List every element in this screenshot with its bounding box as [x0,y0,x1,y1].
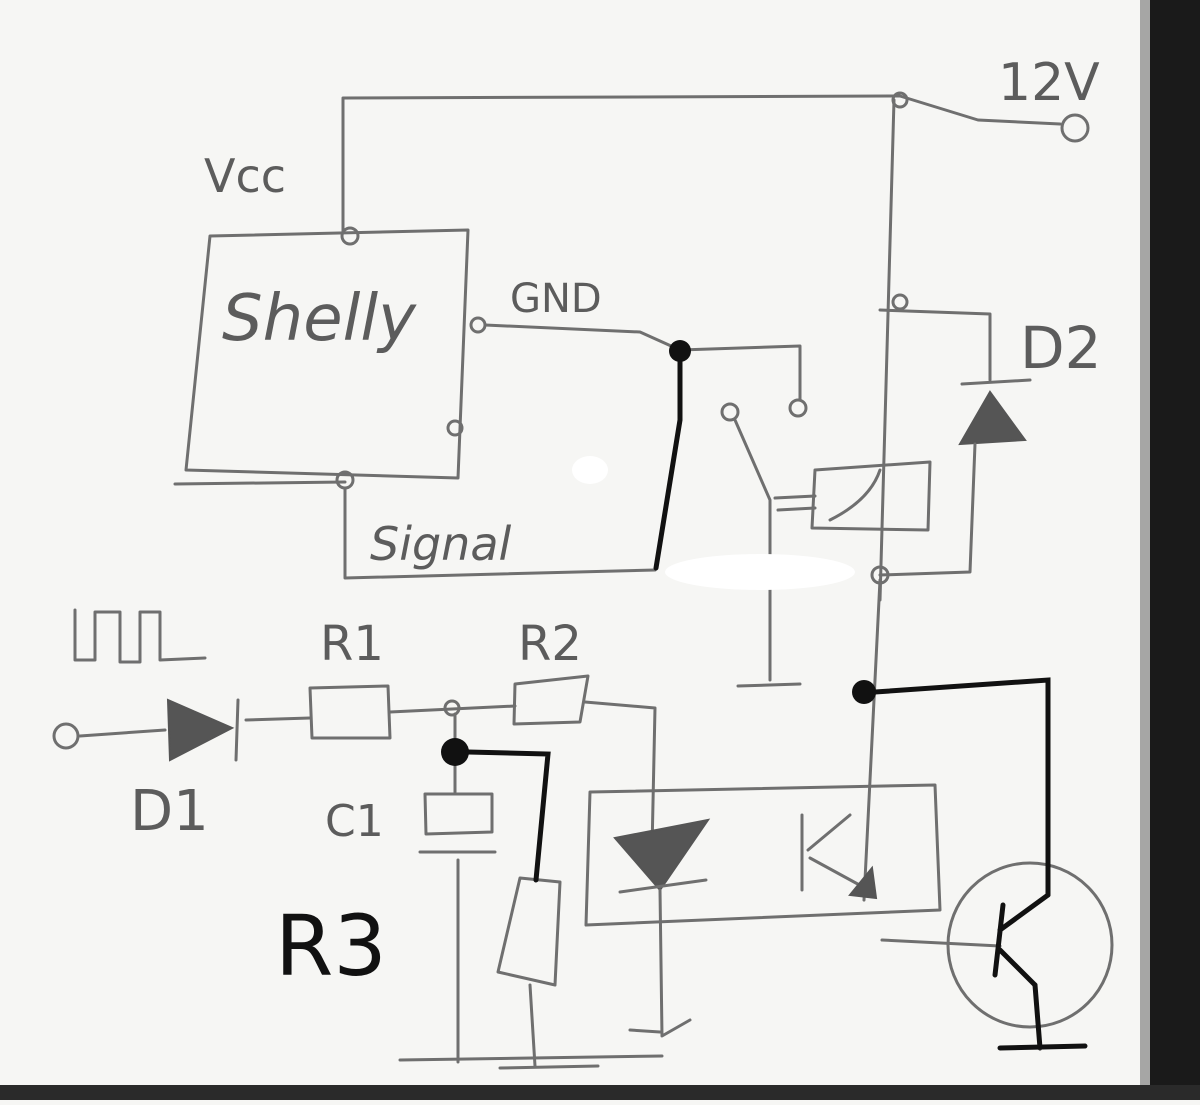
optocoupler [584,783,942,1038]
ink-dot-gnd [669,340,691,362]
ink-dot-collector [852,680,876,704]
relay-contact-right [788,398,808,418]
collector-wire [862,578,882,902]
r1-r2-junction [443,699,461,717]
relay-lever [773,494,817,512]
d2-junction [891,293,909,311]
r1-body [308,684,392,740]
ink-r3-wire [465,749,551,883]
r1-r2-wire [388,704,517,714]
d1-bar [234,698,240,762]
label-gnd: GND [510,276,602,322]
aux-pin [446,419,464,437]
whiteout-1 [572,456,608,484]
c1-r3-network [398,712,664,1070]
ink-dot-c1 [441,738,469,766]
input-wire [78,728,167,738]
shelly-base-wire [173,480,347,486]
d2-top-wire [878,308,992,382]
shelly-module [173,226,802,580]
terminal-12v [1060,113,1090,143]
label-c1: C1 [325,796,384,847]
opto-led-out [658,888,692,1038]
transistor-base-bar [992,902,1006,978]
output-transistor [880,861,1114,1051]
rail-down-wire [878,98,896,602]
label-12v: 12V [998,53,1100,113]
opto-box [584,783,942,927]
label-r2: R2 [518,616,582,672]
transistor-legs [997,892,1051,988]
transistor-circle [946,861,1114,1029]
ground-rail [398,1054,664,1062]
label-d2: D2 [1020,314,1102,382]
relay-contact-left [720,402,740,422]
label-vcc: Vcc [204,149,286,203]
supply-rail [341,91,1090,602]
relay-coil-mark [828,468,882,522]
ink-gnd-link [653,349,683,571]
gnd-pin [469,316,487,334]
relay-common-wire [733,418,772,682]
vcc-pin [340,226,360,246]
r3-ground [498,983,600,1070]
input-chain [52,608,657,852]
c1-body [423,792,494,836]
d1-triangle [166,698,235,762]
label-r1: R1 [320,616,384,672]
r2-out-wire [583,700,657,852]
label-shelly: Shelly [222,282,417,356]
ink-additions [441,340,1051,898]
opto-led [613,818,711,892]
whiteout-2 [665,554,855,590]
d2-triangle [958,390,1027,446]
ink-collector-wire [872,677,1051,898]
relay [720,293,1032,902]
opto-transistor-legs [806,813,867,890]
relay-ground-bar [736,682,802,688]
photo-edge-right [1150,0,1200,1100]
r3-body [496,876,562,987]
d2-bar [960,378,1032,386]
photo-edge-bottom [0,1085,1200,1100]
transistor-emitter-ground [997,982,1088,1051]
d2-bottom-wire [878,442,977,577]
opto-transistor-arrow [848,865,878,900]
gnd-wire-right [678,344,802,402]
r2-body [512,674,590,726]
label-r3: R3 [275,897,387,995]
opto-led-ground [628,1028,662,1034]
transistor-base-lead [880,938,1002,948]
input-terminal [52,722,80,750]
photo-edge-shadow [1140,0,1150,1100]
rail-wire [341,94,1062,234]
label-d1: D1 [130,779,209,844]
pulse-symbol [73,608,207,664]
r1-left-wire [244,716,312,722]
shelly-box [184,228,470,480]
signal-wire [343,486,657,580]
relay-coil-box [810,460,932,532]
label-signal: Signal [370,517,512,571]
gnd-wire [483,323,682,352]
opto-led-bar [618,878,708,894]
